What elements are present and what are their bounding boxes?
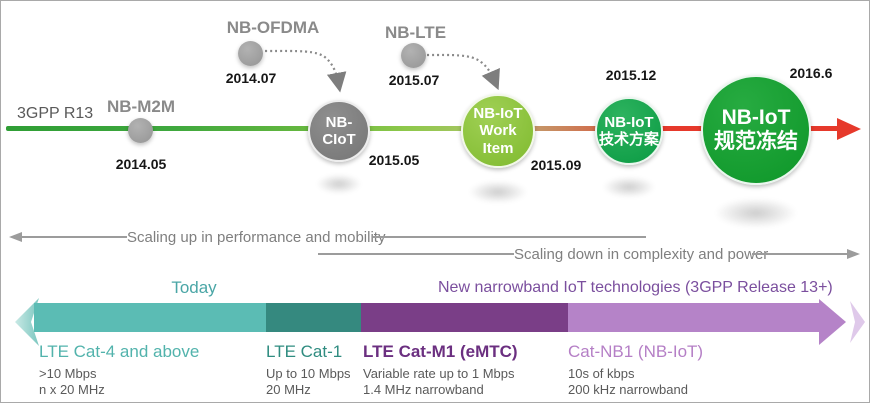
proposal-label-nb-lte: NB-LTE	[384, 23, 447, 42]
milestone-nb-iot-work-item: NB-IoT Work Item	[461, 94, 535, 168]
segment-cat-nb1	[568, 303, 819, 332]
scaling-up-label: Scaling up in performance and mobility	[127, 229, 386, 246]
category-rate: 10s of kbps	[568, 366, 635, 381]
reflection	[594, 173, 664, 201]
category-lte-cat4: LTE Cat-4 and above >10 Mbps n x 20 MHz	[39, 342, 199, 398]
milestone-nb-iot-spec-freeze: NB-IoT 规范冻结	[701, 75, 811, 185]
timeline-axis	[6, 126, 839, 131]
category-lte-cat1: LTE Cat-1 Up to 10 Mbps 20 MHz	[266, 342, 351, 398]
left-arrow-icon	[9, 232, 22, 242]
spectrum-arrow-icon	[819, 299, 846, 345]
category-cat-nb1: Cat-NB1 (NB-IoT) 10s of kbps 200 kHz nar…	[568, 342, 703, 398]
category-lte-catm1: LTE Cat-M1 (eMTC) Variable rate up to 1 …	[363, 342, 518, 398]
segment-lte-catm1	[361, 303, 568, 332]
scaling-up-line	[21, 236, 127, 238]
new-tech-label: New narrowband IoT technologies (3GPP Re…	[438, 279, 833, 296]
category-name: Cat-NB1 (NB-IoT)	[568, 342, 704, 361]
today-label: Today	[171, 278, 217, 297]
date-tech-plan: 2015.12	[605, 67, 657, 83]
segment-lte-cat1	[266, 303, 361, 332]
category-name: LTE Cat-1	[266, 342, 343, 361]
milestone-label: NB-IoT	[721, 105, 791, 129]
category-bandwidth: n x 20 MHz	[39, 382, 105, 397]
scaling-down-line	[318, 253, 514, 255]
spectrum-bar	[34, 303, 819, 332]
category-bandwidth: 200 kHz narrowband	[568, 382, 688, 397]
left-chevron-icon	[15, 298, 39, 346]
scaling-down-label: Scaling down in complexity and power	[514, 246, 769, 263]
date-spec-freeze: 2016.6	[789, 65, 833, 81]
category-name: LTE Cat-M1 (eMTC)	[363, 342, 518, 361]
date-work-item: 2015.09	[530, 157, 582, 173]
milestone-label: NB-IoT	[473, 105, 523, 123]
proposal-label-nb-ofdma: NB-OFDMA	[226, 18, 320, 37]
milestone-label: NB-IoT	[604, 113, 654, 131]
category-name: LTE Cat-4 and above	[39, 342, 200, 361]
category-rate: Up to 10 Mbps	[266, 366, 351, 381]
category-rate: Variable rate up to 1 Mbps	[363, 366, 515, 381]
scaling-up-line	[373, 236, 646, 238]
reflection	[701, 193, 811, 233]
date-nb-lte: 2015.07	[388, 72, 440, 88]
reflection	[309, 171, 369, 197]
category-bandwidth: 20 MHz	[266, 382, 311, 397]
category-bandwidth: 1.4 MHz narrowband	[363, 382, 484, 397]
milestone-nb-iot-tech-plan: NB-IoT 技术方案	[595, 97, 663, 165]
era-label: 3GPP R13	[17, 105, 94, 122]
right-arrow-icon	[847, 249, 860, 259]
reflection	[459, 177, 537, 207]
proposal-label-nb-m2m: NB-M2M	[107, 97, 175, 116]
milestone-label: 技术方案	[598, 131, 659, 148]
date-nb-m2m: 2014.05	[115, 156, 167, 172]
milestone-label: Work Item	[479, 122, 517, 157]
segment-lte-cat4	[34, 303, 266, 332]
scaling-down-line	[752, 253, 847, 255]
milestone-label: NB-CIoT	[322, 113, 356, 148]
date-nb-ofdma: 2014.07	[225, 70, 277, 86]
timeline-arrow-icon	[837, 118, 861, 140]
right-chevron-icon	[850, 301, 865, 343]
node-nb-lte	[401, 43, 426, 68]
date-nb-ciot: 2015.05	[368, 152, 420, 168]
node-nb-ofdma	[238, 41, 263, 66]
milestone-nb-ciot: NB-CIoT	[308, 100, 370, 162]
node-nb-m2m	[128, 118, 153, 143]
category-rate: >10 Mbps	[39, 366, 97, 381]
milestone-label: 规范冻结	[714, 130, 798, 153]
